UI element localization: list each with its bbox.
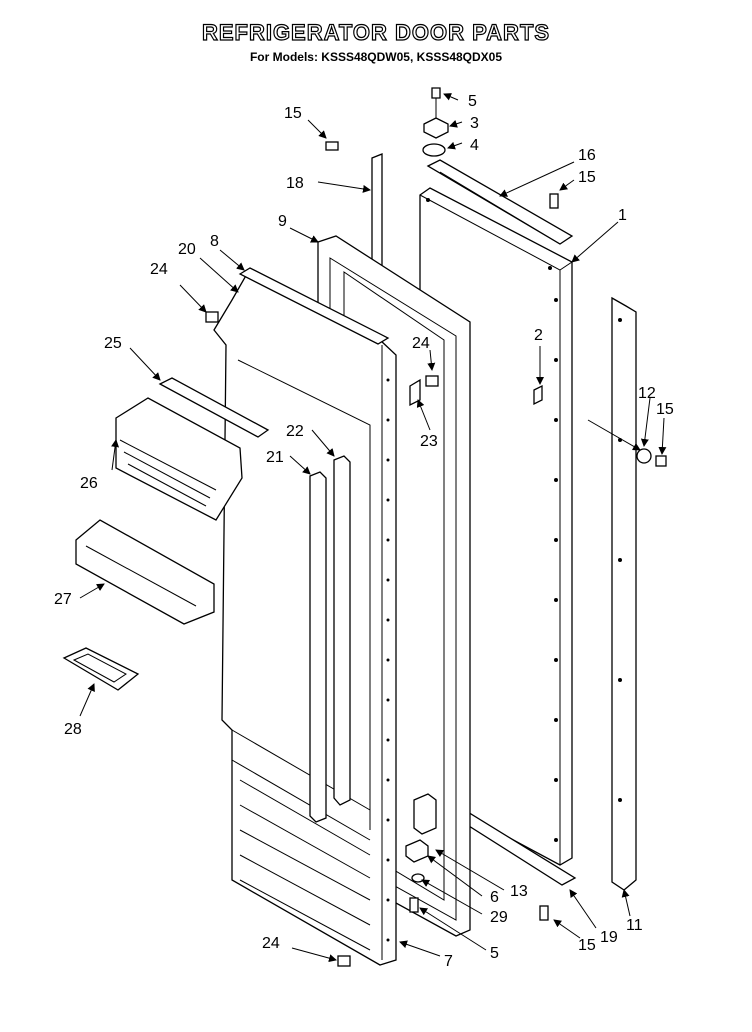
callout-22: 22 — [286, 423, 304, 440]
callout-12: 12 — [638, 385, 656, 402]
part-5-screw-top — [431, 87, 441, 118]
part-27-door-bin — [75, 519, 215, 625]
part-13-hinge-bottom — [413, 793, 437, 835]
part-26-dairy-door — [115, 397, 243, 521]
part-22-rail — [333, 455, 351, 806]
callout-16: 16 — [578, 147, 596, 164]
leader-lines — [79, 93, 667, 963]
part-24-screw-top-left — [205, 311, 219, 323]
part-16-top-channel — [426, 159, 574, 245]
part-15-screw-left-top — [325, 141, 339, 151]
callout-13-label: 13 — [510, 883, 528, 900]
part-3-hinge-top — [423, 117, 449, 139]
callout-5-bottom: 5 — [490, 945, 499, 962]
callout-15-b: 15 — [578, 169, 596, 186]
callout-3-label: 3 — [470, 115, 479, 132]
part-25-retainer — [158, 377, 270, 438]
callout-21: 21 — [266, 449, 284, 466]
callout-8: 8 — [210, 233, 219, 250]
part-4-washer — [422, 143, 446, 157]
part-24-screw-mid — [425, 375, 439, 387]
callout-15-d: 15 — [578, 937, 596, 954]
callout-24-c: 24 — [262, 935, 280, 952]
callout-labels: 5 1 3 4 15 18 16 15 1 9 20 8 24 25 26 27… — [54, 93, 674, 970]
callout-25: 25 — [104, 335, 122, 352]
callout-7: 7 — [444, 953, 453, 970]
callout-24-a: 24 — [150, 261, 168, 278]
callout-2: 2 — [534, 327, 543, 344]
callout-26: 26 — [80, 475, 98, 492]
callout-1: 1 — [618, 207, 627, 224]
diagram-subtitle: For Models: KSSS48QDW05, KSSS48QDX05 — [249, 50, 503, 64]
part-21-rail — [309, 471, 327, 823]
callout-15-c: 15 — [656, 401, 674, 418]
callout-18: 18 — [286, 175, 304, 192]
callout-27: 27 — [54, 591, 72, 608]
callout-20: 20 — [178, 241, 196, 258]
callout-9: 9 — [278, 213, 287, 230]
callout-15-a: 15 — [284, 105, 302, 122]
part-29-washer — [411, 873, 425, 883]
part-24-screw-bottom — [337, 955, 351, 967]
part-11-trim-strip — [611, 296, 637, 891]
part-28-tray — [62, 647, 140, 691]
callout-24-b: 24 — [412, 335, 430, 352]
part-15-screw-bottom — [539, 905, 549, 921]
part-12-washer — [636, 448, 652, 464]
part-7-door-liner — [213, 271, 397, 966]
part-8-top-trim — [238, 267, 390, 345]
part-5-screw-bottom — [409, 897, 419, 913]
part-15-screw-right-mid — [655, 455, 667, 467]
callout-19: 19 — [600, 929, 618, 946]
callout-29: 29 — [490, 909, 508, 926]
part-15-screw-right-top — [549, 193, 559, 209]
callout-11-label: 11 — [626, 917, 643, 934]
diagram-title: REFRIGERATOR DOOR PARTS — [201, 19, 551, 45]
callout-6: 6 — [490, 889, 499, 906]
part-2-clip — [533, 384, 543, 406]
callout-23: 23 — [420, 433, 438, 450]
callout-5-top: 5 — [468, 93, 477, 110]
callout-4: 4 — [470, 137, 479, 154]
callout-28: 28 — [64, 721, 82, 738]
